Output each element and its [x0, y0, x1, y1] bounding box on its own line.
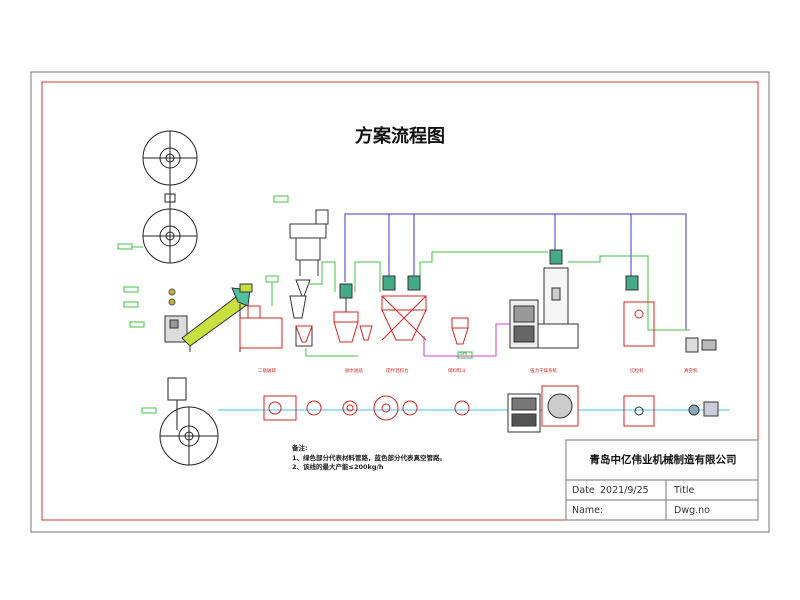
label-extruder: 强力干燥系统 [530, 369, 557, 374]
label-silo: 储料料斗 [448, 369, 466, 374]
title-label: Title [674, 485, 695, 496]
vacuum-hoppers [339, 249, 639, 299]
press-frame [289, 209, 329, 276]
company-name: 青岛中亿伟业机械制造有限公司 [589, 454, 737, 466]
remarks-line-2: 2、该线的最大产能≤200kg/h [292, 463, 384, 471]
storage-hopper [451, 317, 469, 345]
outer-border [30, 71, 770, 533]
remarks-heading: 备注: [292, 444, 308, 452]
remarks-line-1: 1、绿色部分代表材料管路，蓝色部分代表真空管路。 [292, 453, 447, 462]
dwg-label: Dwg.no [674, 505, 710, 516]
title-block-lines [565, 439, 759, 521]
plan-view-dryer [507, 385, 579, 433]
drawing-title: 方案流程图 [355, 126, 445, 147]
plan-view-packer [688, 401, 719, 417]
drawing-frame [41, 81, 759, 521]
granulator [623, 301, 655, 347]
label-dryer: 脱水脱盐 [345, 369, 363, 374]
reel-middle [142, 208, 198, 264]
material-pipe [305, 251, 690, 357]
reel-top [142, 130, 198, 186]
vacuum-pipe [344, 213, 687, 330]
label-packer: 真空机 [684, 369, 698, 374]
magenta-pipe [423, 323, 510, 357]
crusher [239, 317, 283, 349]
name-label: Name: [572, 505, 604, 516]
valve-fitting [168, 288, 176, 306]
drying-system [509, 267, 579, 349]
date-value: 2021/9/25 [600, 485, 649, 496]
remarks: 备注: 1、绿色部分代表材料管路，蓝色部分代表真空管路。 2、该线的最大产能≤2… [292, 444, 446, 473]
label-crusher: 二级破碎 [258, 369, 276, 374]
mixing-silo [381, 295, 427, 341]
reel-bottom [159, 406, 219, 466]
label-mixer: 搅拌混料仓 [386, 369, 409, 374]
plan-view-granulator [623, 395, 655, 427]
plan-view-crusher [263, 395, 322, 421]
plan-view-tanks [342, 395, 470, 421]
packer [685, 337, 717, 353]
date-label: Date [572, 485, 595, 496]
feed-tanks [333, 298, 373, 343]
cyclone [289, 295, 313, 347]
label-granulator: 切粒机 [630, 369, 644, 374]
side-tags [117, 243, 157, 414]
pipe-label: 5m [460, 352, 468, 357]
